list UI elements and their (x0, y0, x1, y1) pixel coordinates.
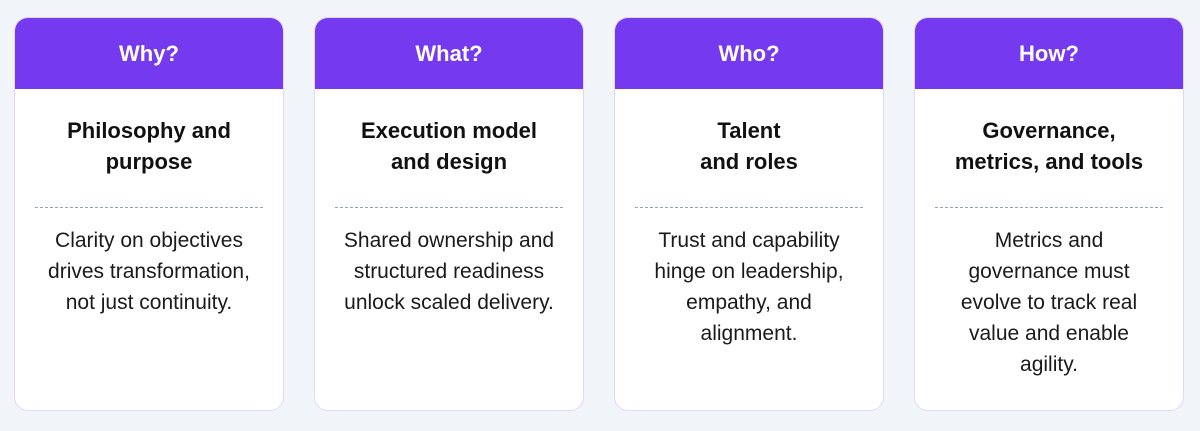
card-header: What? (315, 18, 583, 89)
card-header: Who? (615, 18, 883, 89)
card-body: Metrics and governance must evolve to trac… (925, 225, 1173, 380)
card-body-line: Trust and capability (658, 229, 840, 252)
dashed-divider (635, 207, 863, 208)
card-body-line: empathy, and (686, 291, 812, 314)
card-title-line: purpose (105, 149, 193, 174)
card-title-line: and design (390, 149, 508, 174)
card-title-line: Execution model (360, 118, 538, 143)
card-title: Governance, metrics, and tools (915, 115, 1183, 177)
card-title: Talent and roles (615, 115, 883, 177)
card-body-line: drives transformation, (48, 260, 250, 283)
card-body-line: governance must (968, 260, 1130, 283)
card-title-line: Philosophy and (67, 118, 231, 143)
card-body-line: evolve to track real (960, 291, 1138, 314)
card-title: Execution model and design (315, 115, 583, 177)
card-body-line: agility. (1020, 353, 1078, 376)
card-body-line: Clarity on objectives (55, 229, 243, 252)
card-body: Shared ownership and structured readiness… (325, 225, 573, 318)
card-body-line: alignment. (700, 322, 798, 345)
card-body-line: hinge on leadership, (654, 260, 844, 283)
card-body-line: structured readiness (353, 260, 545, 283)
card-body-line: Shared ownership and (343, 229, 555, 252)
dashed-divider (35, 207, 263, 208)
card-body-line: Metrics and (994, 229, 1104, 252)
dashed-divider (935, 207, 1163, 208)
card-title-line: metrics, and tools (954, 149, 1144, 174)
card-title-line: and roles (700, 149, 798, 174)
card-header: How? (915, 18, 1183, 89)
card-body-line: value and enable (969, 322, 1129, 345)
card-title: Philosophy and purpose (15, 115, 283, 177)
card-body: Clarity on objectives drives transformati… (25, 225, 273, 318)
card-body: Trust and capability hinge on leadership,… (625, 225, 873, 349)
card-header: Why? (15, 18, 283, 89)
card-title-line: Talent (717, 118, 781, 143)
card-title-line: Governance, (982, 118, 1116, 143)
dashed-divider (335, 207, 563, 208)
card-body-line: not just continuity. (65, 291, 233, 314)
card-body-line: unlock scaled delivery. (344, 291, 554, 314)
